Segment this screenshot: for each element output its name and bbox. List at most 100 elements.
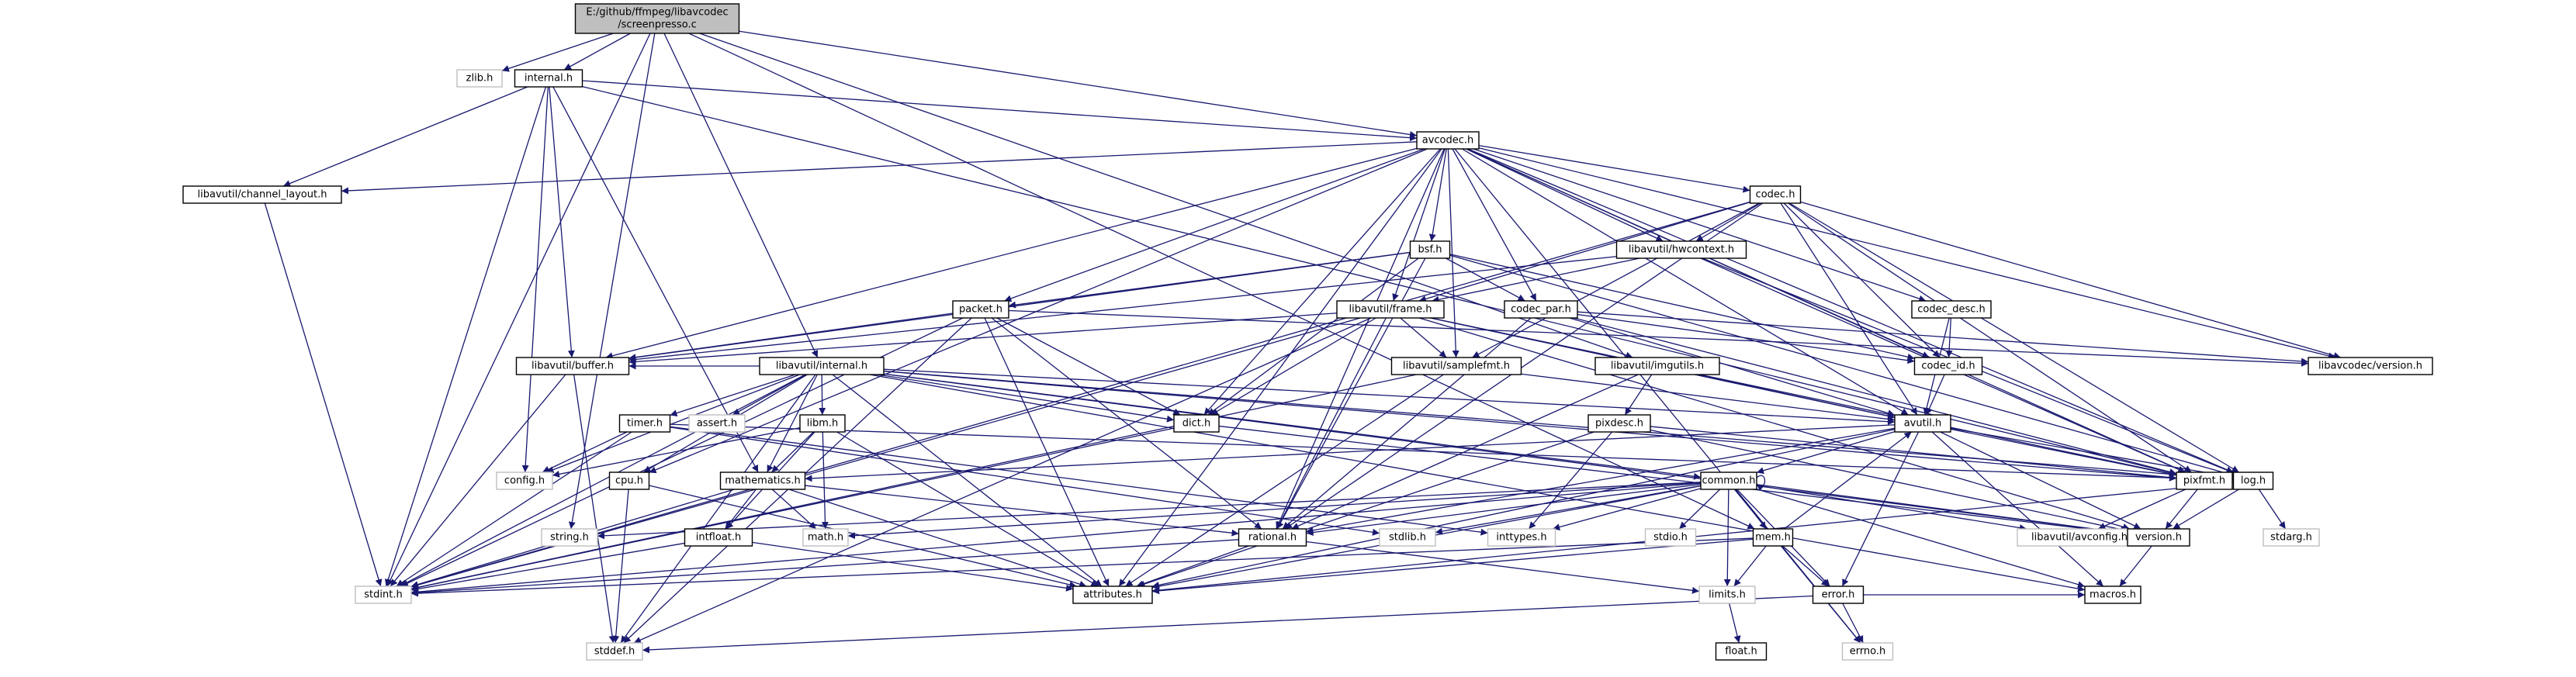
node-cpu[interactable]: cpu.h <box>608 471 650 490</box>
node-label: string.h <box>550 532 589 544</box>
edge-internal-to-stdint <box>384 86 547 587</box>
edge-dict-to-stdint <box>410 427 1175 591</box>
node-label: codec.h <box>1756 189 1795 201</box>
edge-line <box>1004 148 1425 302</box>
node-box <box>2176 471 2233 490</box>
edge-codec-to-pixfmt <box>1788 202 2192 473</box>
edge-line <box>1789 202 2239 473</box>
edge-line <box>663 33 819 358</box>
node-codecpar[interactable]: codec_par.h <box>1504 300 1578 319</box>
node-label: stdio.h <box>1653 532 1688 544</box>
node-frame[interactable]: libavutil/frame.h <box>1336 300 1445 319</box>
node-samplefmt[interactable]: libavutil/samplefmt.h <box>1390 357 1522 375</box>
node-buffer[interactable]: libavutil/buffer.h <box>515 357 630 375</box>
node-label: timer.h <box>627 418 663 430</box>
node-label: pixfmt.h <box>2183 475 2225 487</box>
node-float[interactable]: float.h <box>1715 642 1768 661</box>
edge-line <box>620 374 816 644</box>
edge-line <box>410 482 1702 596</box>
node-mathematics[interactable]: mathematics.h <box>719 471 806 490</box>
node-hwcontext[interactable]: libavutil/hwcontext.h <box>1615 240 1747 259</box>
edge-codecpar-to-lcversion <box>1577 311 2309 365</box>
node-log[interactable]: log.h <box>2232 471 2274 490</box>
node-version[interactable]: version.h <box>2127 528 2190 547</box>
edge-lavinternal-to-stdint <box>399 374 806 587</box>
node-label: version.h <box>2135 532 2182 544</box>
node-label: pixdesc.h <box>1595 418 1643 430</box>
node-macros[interactable]: macros.h <box>2084 585 2141 604</box>
node-imgutils[interactable]: libavutil/imgutils.h <box>1594 357 1720 375</box>
edge-line <box>1624 374 1653 416</box>
edge-lavinternal-to-timer <box>670 374 796 416</box>
node-codecdesc[interactable]: codec_desc.h <box>1911 300 1992 319</box>
node-mem[interactable]: mem.h <box>1752 528 1794 547</box>
node-inttypes: inttypes.h <box>1487 528 1556 547</box>
node-label: libavutil/samplefmt.h <box>1403 361 1510 372</box>
node-label: bsf.h <box>1418 244 1442 256</box>
node-attributes[interactable]: attributes.h <box>1072 585 1153 604</box>
node-bsf[interactable]: bsf.h <box>1409 240 1451 259</box>
node-box <box>1173 414 1220 433</box>
node-avutil[interactable]: avutil.h <box>1894 414 1951 433</box>
edge-line <box>1756 484 2128 537</box>
node-lcversion[interactable]: libavcodec/version.h <box>2308 357 2433 375</box>
edge-line <box>1729 603 1741 644</box>
node-stdint: stdint.h <box>355 585 412 604</box>
node-label: packet.h <box>959 304 1002 316</box>
node-box <box>1072 585 1153 604</box>
edge-line <box>633 317 1372 644</box>
node-box <box>2127 528 2190 547</box>
node-timer[interactable]: timer.h <box>618 414 671 433</box>
node-root[interactable]: E:/github/ffmpeg/libavcodec/screenpresso… <box>574 3 740 34</box>
node-common[interactable]: common.h <box>1700 471 1757 490</box>
edge-hwcontext-to-frame <box>1432 257 1640 303</box>
node-label: libavutil/avconfig.h <box>2031 532 2128 544</box>
edge-intfloat-to-attributes <box>752 541 1074 592</box>
edge-common-to-version <box>1756 484 2128 537</box>
node-label: mem.h <box>1755 532 1791 544</box>
edge-line <box>688 33 1755 530</box>
edge-line <box>628 251 1411 361</box>
node-lavinternal[interactable]: libavutil/internal.h <box>759 357 885 375</box>
node-internal[interactable]: internal.h <box>514 69 583 88</box>
node-codec[interactable]: codec.h <box>1749 185 1802 204</box>
node-chlayout[interactable]: libavutil/channel_layout.h <box>182 185 342 204</box>
edge-avcodec-to-cpu <box>649 148 1428 474</box>
node-rational[interactable]: rational.h <box>1238 528 1307 547</box>
edge-line <box>883 368 1896 426</box>
node-box <box>496 471 553 490</box>
node-packet[interactable]: packet.h <box>952 300 1009 319</box>
node-pixfmt[interactable]: pixfmt.h <box>2176 471 2233 490</box>
node-error[interactable]: error.h <box>1812 585 1864 604</box>
edge-line <box>1926 374 1945 416</box>
node-label: libavutil/frame.h <box>1349 304 1432 316</box>
node-box <box>1698 585 1756 604</box>
edge-line <box>1735 489 1861 644</box>
node-box <box>1715 642 1768 661</box>
edge-common-to-inttypes <box>1553 488 1702 530</box>
node-pixdesc[interactable]: pixdesc.h <box>1587 414 1651 433</box>
node-dict[interactable]: dict.h <box>1173 414 1220 433</box>
edge-frame-to-stddef <box>633 317 1372 644</box>
edge-codecpar-to-pixfmt <box>1574 317 2177 475</box>
edge-line <box>552 427 801 478</box>
edge-line <box>1723 489 1731 587</box>
edge-bsf-to-dict <box>1207 257 1419 416</box>
node-intfloat[interactable]: intfloat.h <box>684 528 753 547</box>
node-label: codec_id.h <box>1921 361 1975 372</box>
edge-line <box>628 313 1338 365</box>
edge-line <box>788 489 1087 588</box>
edge-hwcontext-to-buffer <box>628 256 1617 363</box>
node-box <box>182 185 342 204</box>
edge-lavinternal-to-dict <box>877 374 1175 423</box>
node-libm[interactable]: libm.h <box>799 414 846 433</box>
edge-line <box>1756 431 1896 475</box>
node-box <box>688 414 746 433</box>
node-avcodec[interactable]: avcodec.h <box>1416 131 1480 150</box>
node-codecid[interactable]: codec_id.h <box>1913 357 1983 375</box>
edge-line <box>1203 148 1441 416</box>
edge-line <box>282 86 528 187</box>
node-label: libm.h <box>807 418 839 430</box>
edge-line <box>1528 431 1613 530</box>
